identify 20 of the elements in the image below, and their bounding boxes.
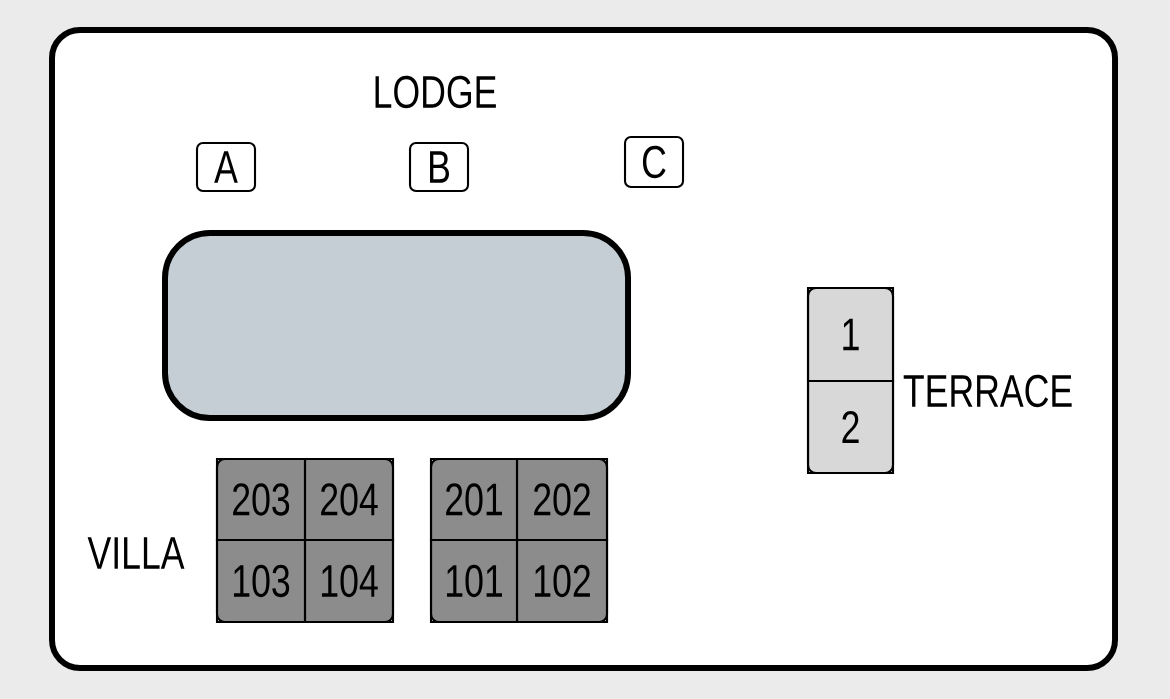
villa-block (215, 457, 395, 624)
room-cell: 203 (215, 457, 307, 542)
villa-block (429, 457, 609, 624)
room-cell: 202 (515, 457, 609, 542)
area-label: LODGE (375, 75, 496, 109)
letter-box: B (408, 141, 470, 193)
area-label: VILLA (87, 537, 185, 569)
letter-box: A (195, 141, 257, 193)
room-cell: 101 (429, 538, 519, 624)
room-cell: 104 (303, 538, 395, 624)
room-cell: 102 (515, 538, 609, 624)
room-cell: 204 (303, 457, 395, 542)
area-label: TERRACE (903, 374, 1072, 408)
room-cell: 2 (806, 379, 895, 475)
room-cell: 1 (806, 286, 895, 383)
letter-box: C (623, 135, 685, 189)
pool-shape (162, 230, 631, 421)
terrace-block (806, 286, 895, 475)
room-cell: 103 (215, 538, 307, 624)
room-cell: 201 (429, 457, 519, 542)
